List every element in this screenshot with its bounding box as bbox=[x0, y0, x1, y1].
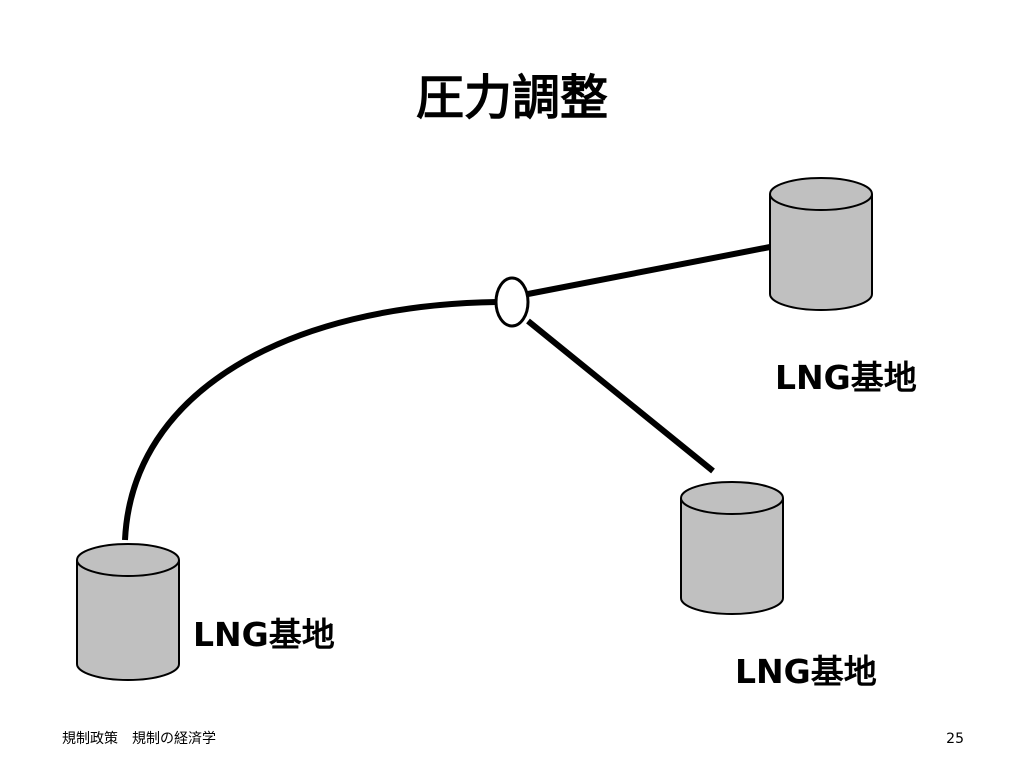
lng-tank-bottom-left bbox=[76, 543, 180, 681]
slide-title: 圧力調整 bbox=[415, 70, 608, 126]
lng-tank-bottom-right bbox=[680, 481, 784, 615]
footer-page-number: 25 bbox=[946, 731, 964, 747]
pressure-regulator-junction bbox=[494, 276, 530, 328]
pipeline-curve-bottom-left bbox=[122, 299, 498, 541]
site-label-top-right: LNG基地 bbox=[775, 358, 917, 397]
pipeline-to-top-right-tank bbox=[527, 244, 771, 297]
site-label-bottom-right: LNG基地 bbox=[735, 652, 877, 691]
footer-course-title: 規制政策 規制の経済学 bbox=[62, 731, 216, 747]
site-label-bottom-left: LNG基地 bbox=[193, 615, 335, 654]
pipeline-to-bottom-right-tank bbox=[526, 318, 715, 474]
lng-tank-top-right bbox=[769, 177, 873, 311]
